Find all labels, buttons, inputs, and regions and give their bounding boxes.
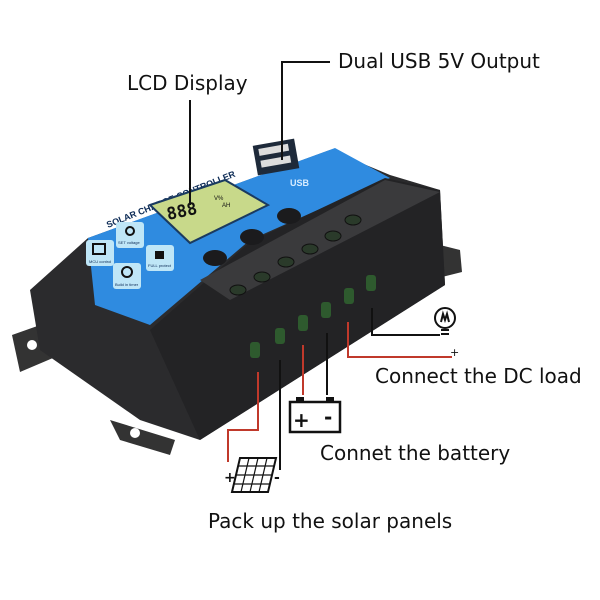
solar-panels-label: Pack up the solar panels [208,509,452,533]
terminal-block [150,178,445,440]
svg-text:Build in timer: Build in timer [115,282,139,287]
feature-build-in-timer: Build in timer [113,263,141,289]
lcd-units-top: V% [214,196,224,202]
mount-hole-bottom [130,428,140,438]
usb-label: USB [290,178,310,188]
mcu-icon [92,243,106,255]
clock-icon [121,266,133,278]
usb-output-label: Dual USB 5V Output [338,49,540,73]
lcd-units-bottom: AH [222,203,230,209]
solar-plus-symbol: + [224,470,236,486]
lock-icon [155,251,164,259]
terminal-block-top [200,180,440,300]
feature-full-protect: FULL protect [146,245,174,271]
terminal-screws [229,214,362,296]
load-plus-symbol: + [450,346,459,359]
usb-port-2[interactable] [260,155,292,168]
solar-minus-symbol: - [274,470,280,486]
feature-mcu-control: MCU control [86,240,114,266]
battery-label: Connet the battery [320,441,510,465]
svg-text:-: - [324,405,332,429]
terminal-holes [250,275,376,358]
load-wire-positive [347,322,452,358]
load-wire-negative [371,308,440,336]
svg-text:FULL protect: FULL protect [148,263,172,268]
gear-icon [125,226,135,236]
mount-hole-left [27,340,37,350]
svg-text:SET voltage: SET voltage [118,240,140,245]
battery-icon: + - [288,397,342,434]
dc-load-label: Connect the DC load [375,364,582,388]
menu-button[interactable] [203,250,227,266]
svg-text:+: + [293,408,310,432]
up-button[interactable] [240,229,264,245]
feature-set-voltage: SET voltage [116,222,144,248]
svg-text:MCU control: MCU control [89,259,111,264]
solar-panel-icon [230,457,278,493]
lcd-display-label: LCD Display [127,71,248,95]
lightbulb-icon [434,307,456,335]
mount-tab-bottom [110,420,175,455]
down-button[interactable] [277,208,301,224]
lcd-screen [148,178,271,245]
usb-callout-line [281,61,330,160]
solar-wire-positive [227,372,259,462]
blue-panel [88,148,390,325]
